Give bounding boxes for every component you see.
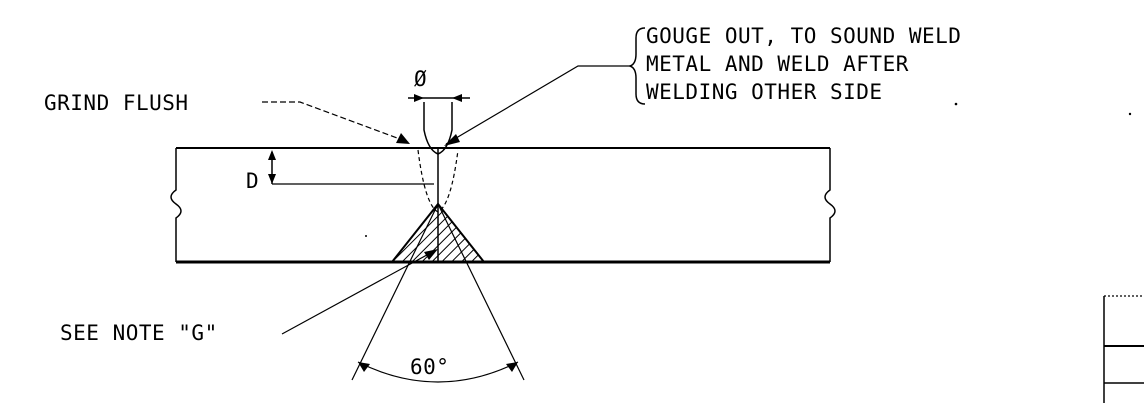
weld-bead: [389, 202, 487, 263]
see-note-label: SEE NOTE "G": [60, 321, 218, 345]
plate-left-break: [170, 148, 182, 262]
diameter-arrow-right: [452, 94, 462, 102]
gouge-note-leader: [445, 65, 630, 145]
diameter-label: Ø: [414, 67, 427, 91]
grind-flush-arrowhead: [396, 133, 410, 144]
angle-arrow-right: [506, 362, 518, 372]
speck: [365, 235, 367, 237]
gouge-note-line3: WELDING OTHER SIDE: [646, 80, 883, 104]
angle-leg-right: [437, 203, 525, 381]
speck: [1128, 112, 1132, 116]
gouge-profile: [423, 102, 453, 155]
diameter-arrow-left: [414, 94, 424, 102]
depth-arrow-top: [268, 150, 276, 160]
angle-arrow-left: [358, 362, 370, 372]
gouge-note-line2: METAL AND WELD AFTER: [646, 52, 909, 76]
grind-flush-label: GRIND FLUSH: [44, 91, 189, 115]
plate: [170, 147, 836, 264]
angle-arc: [357, 361, 519, 383]
angle-leg-left: [351, 203, 439, 381]
plate-right-break: [824, 148, 836, 262]
speck: [954, 102, 958, 106]
angle-label: 60°: [410, 355, 449, 379]
gouge-note-brace: [627, 27, 646, 105]
see-note-arrowhead: [424, 249, 438, 260]
gouge-note-arrowhead: [444, 134, 460, 146]
gouge-note-line1: GOUGE OUT, TO SOUND WELD: [646, 24, 961, 48]
title-block-fragment: [1103, 295, 1144, 403]
see-note-leader: [281, 249, 437, 335]
grind-flush-leader: [262, 101, 409, 143]
depth-label: D: [246, 169, 259, 193]
depth-arrow-bottom: [268, 174, 276, 184]
